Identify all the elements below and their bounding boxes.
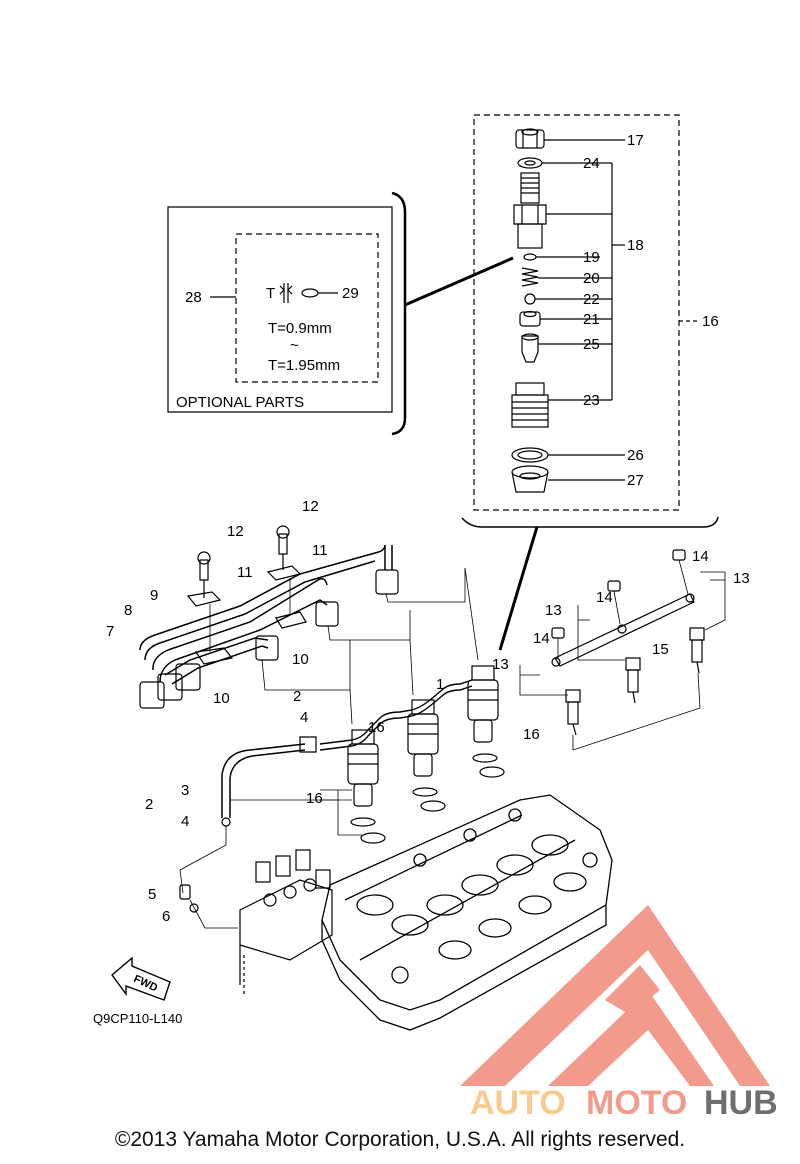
nozzle-holder-body [513,172,547,249]
callout-2-bottom: 2 [145,796,153,813]
callout-16-detail: 16 [702,313,719,330]
callout-11-right: 11 [312,542,328,559]
callout-21: 21 [583,311,600,328]
retaining-nut-23 [511,382,549,428]
callout-13-mid: 13 [545,602,562,619]
callout-16-c: 16 [306,790,323,807]
injection-pipes [139,544,393,685]
callout-10-right: 10 [292,651,309,668]
callout-27: 27 [627,472,644,489]
callout-8: 8 [124,602,132,619]
callout-20: 20 [583,270,600,287]
callout-23: 23 [583,392,600,409]
shim-29 [301,288,319,298]
callout-7: 7 [106,623,114,640]
pin-22 [524,293,536,305]
spacer-21 [519,310,541,327]
callout-5: 5 [148,886,156,903]
optional-parts-frame [167,206,393,413]
callout-24: 24 [583,155,600,172]
callout-13-right: 13 [733,570,750,587]
pipe-nuts-left [139,663,201,709]
callout-22: 22 [583,291,600,308]
callout-9: 9 [150,587,158,604]
thickness-max: T=1.95mm [268,357,340,374]
glow-plug-2 [625,657,641,704]
return-hose [221,743,306,818]
callout-16-a: 16 [368,719,385,736]
callout-2-top: 2 [293,688,301,705]
nozzle-25 [521,333,539,363]
nozzle-detail-frame [473,114,680,511]
callout-28: 28 [185,289,202,306]
fwd-arrow-icon: FWD [111,956,171,1001]
washer-6 [189,903,199,913]
copyright-notice: ©2013 Yamaha Motor Corporation, U.S.A. A… [114,1128,686,1151]
optional-parts-title: OPTIONAL PARTS [176,394,304,411]
clamp-10 [194,611,307,665]
glow-plug-bus-bar [551,593,695,667]
callout-12-left: 12 [227,523,244,540]
nut-17 [515,128,545,149]
clamp-11-left [186,551,222,607]
nozzle-box-connector [461,516,719,528]
leak-off-pipe [319,679,473,745]
watermark-logo: AUTO MOTO HUB [460,905,778,1122]
callout-1: 1 [436,676,444,693]
thickness-range-tilde: ~ [290,337,299,354]
injector-2 [407,699,446,812]
diagram-code: Q9CP110-L140 [93,1011,182,1026]
optional-inner-frame [235,233,379,383]
cylinder-head [321,794,613,1031]
callout-15: 15 [652,641,669,658]
callout-11-left: 11 [237,564,253,581]
injector-1 [347,729,386,844]
callout-14-left: 14 [533,630,550,647]
callout-10-left: 10 [213,690,230,707]
callout-18: 18 [627,237,644,254]
glow-plug-3 [689,627,705,674]
callout-13-left: 13 [492,656,509,673]
pipe-nuts-right [255,569,399,661]
callout-19: 19 [583,249,600,266]
callout-14-mid: 14 [596,589,613,606]
logo-text-moto: MOTO [586,1084,687,1122]
thickness-min: T=0.9mm [268,320,332,337]
callout-29: 29 [342,285,359,302]
callout-26: 26 [627,447,644,464]
callout-3: 3 [181,782,189,799]
callout-4-bottom: 4 [181,813,189,830]
bleeder-5 [179,884,191,900]
spring-20 [521,267,539,287]
protector-27 [511,465,549,493]
t-label: T [266,285,275,302]
callout-14-right: 14 [692,548,709,565]
logo-text-hub: HUB [704,1084,778,1122]
glow-plug-1 [565,689,581,736]
callout-4-top: 4 [300,709,308,726]
nuts-14 [551,549,686,639]
callout-12-right: 12 [302,498,319,515]
injector-3 [467,665,505,778]
washer-24 [517,157,543,169]
clamp-11-right [266,525,302,581]
callout-16-b: 16 [523,726,540,743]
callout-6: 6 [162,908,170,925]
callout-25: 25 [583,336,600,353]
callout-17: 17 [627,132,644,149]
injection-pump [239,849,333,995]
logo-text-auto: AUTO [470,1084,566,1122]
shim-19 [523,253,537,261]
